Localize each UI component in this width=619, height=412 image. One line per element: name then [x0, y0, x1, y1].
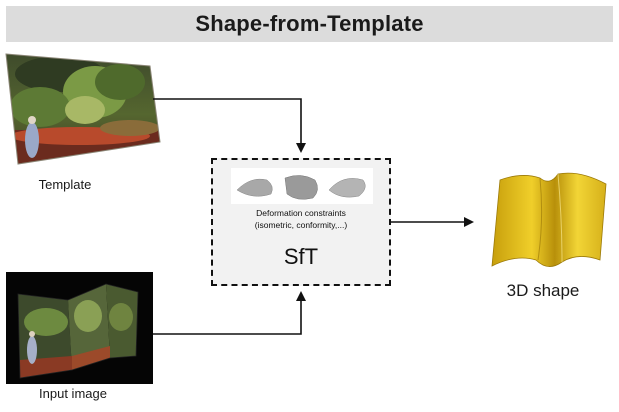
sft-box: Deformation constraints (isometric, conf…	[211, 158, 391, 286]
input-image-label: Input image	[39, 386, 107, 401]
arrow-template-to-sft	[153, 98, 306, 153]
arrow-input-to-sft	[153, 291, 306, 335]
diagram-title: Shape-from-Template	[195, 11, 424, 36]
output-3d-shape	[491, 172, 607, 267]
template-image	[5, 53, 161, 165]
output-label: 3D shape	[506, 281, 580, 300]
constraints-examples: (isometric, conformity,...)	[254, 220, 348, 230]
title-bar: Shape-from-Template	[6, 6, 613, 42]
sft-label: SfT	[283, 244, 319, 269]
template-label: Template	[38, 177, 92, 192]
constraints-title: Deformation constraints	[256, 208, 346, 218]
input-image	[6, 272, 153, 384]
constraint-shapes-thumbnail	[231, 168, 373, 204]
